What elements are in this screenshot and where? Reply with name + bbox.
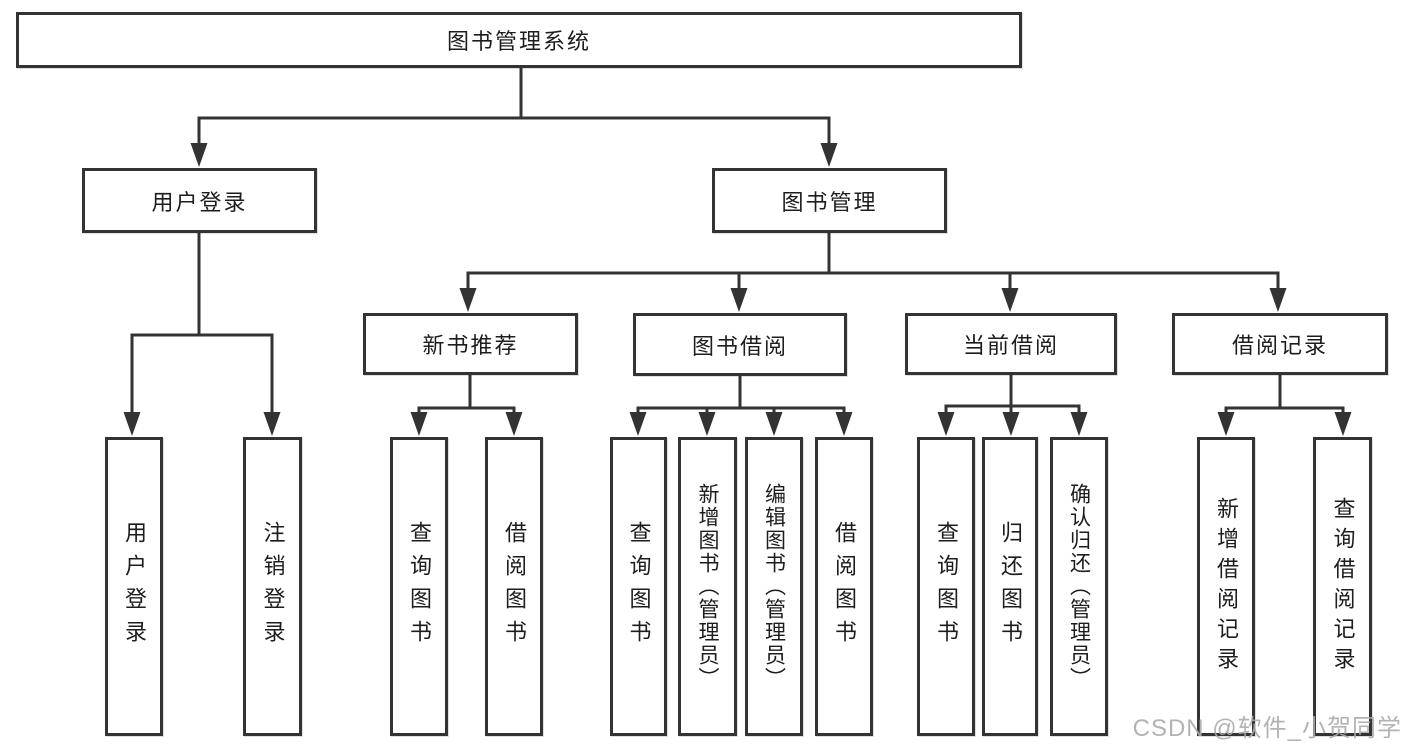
node-label: 查询借阅记录 bbox=[1330, 496, 1356, 677]
leaf-add-books-admin: 新增图书（管理员） bbox=[678, 437, 737, 736]
node-user-login-branch: 用户登录 bbox=[82, 168, 317, 233]
arrowhead bbox=[698, 412, 716, 436]
node-label: 借阅图书 bbox=[832, 520, 857, 653]
branch-level3 bbox=[466, 271, 1280, 292]
arrowhead bbox=[263, 412, 281, 436]
node-label: 图书管理系统 bbox=[446, 29, 591, 54]
leaf-edit-books-admin: 编辑图书（管理员） bbox=[745, 437, 803, 736]
leaf-query-books-borrowing: 查询图书 bbox=[610, 437, 667, 736]
node-label: 注销登录 bbox=[260, 520, 286, 653]
node-label: 用户登录 bbox=[151, 189, 248, 215]
arrowhead bbox=[1217, 412, 1235, 436]
leaf-query-books-recommend: 查询图书 bbox=[390, 437, 448, 736]
node-label: 借阅图书 bbox=[502, 520, 527, 653]
arrowhead bbox=[1002, 412, 1020, 436]
node-label: 查询图书 bbox=[407, 520, 432, 653]
arrowhead bbox=[190, 143, 208, 167]
arrowhead bbox=[820, 143, 838, 167]
leaf-add-borrowing-record: 新增借阅记录 bbox=[1197, 437, 1255, 736]
arrowhead bbox=[459, 288, 477, 312]
arrowhead bbox=[629, 412, 647, 436]
arrowhead bbox=[410, 412, 428, 436]
branch-book-borrowing bbox=[636, 406, 846, 416]
node-label: 查询图书 bbox=[934, 520, 959, 653]
arrowhead bbox=[765, 412, 783, 436]
arrowhead bbox=[1001, 288, 1019, 312]
branch-new-book bbox=[417, 406, 516, 416]
node-label: 新增借阅记录 bbox=[1214, 496, 1239, 677]
node-label: 新书推荐 bbox=[422, 333, 519, 358]
leaf-borrow-books-recommend: 借阅图书 bbox=[485, 437, 543, 736]
node-book-borrowing: 图书借阅 bbox=[633, 313, 847, 376]
leaf-return-books: 归还图书 bbox=[982, 437, 1038, 736]
node-label: 查询图书 bbox=[626, 520, 652, 653]
node-library-management-system: 图书管理系统 bbox=[16, 12, 1022, 68]
leaf-logout: 注销登录 bbox=[243, 437, 302, 736]
node-label: 归还图书 bbox=[998, 520, 1023, 653]
node-borrowing-records: 借阅记录 bbox=[1172, 313, 1388, 375]
leaf-user-login: 用户登录 bbox=[105, 437, 163, 736]
arrowhead bbox=[730, 288, 748, 312]
arrowhead bbox=[123, 412, 141, 436]
node-label: 确认归还（管理员） bbox=[1067, 483, 1091, 690]
node-label: 用户登录 bbox=[122, 520, 147, 653]
csdn-watermark: CSDN @软件_小贺同学 bbox=[1132, 715, 1402, 742]
branch-borrowing-records bbox=[1224, 406, 1345, 416]
node-label: 编辑图书（管理员） bbox=[762, 483, 786, 690]
arrowhead bbox=[1334, 412, 1352, 436]
arrowhead bbox=[1070, 412, 1088, 436]
node-current-borrowing: 当前借阅 bbox=[905, 313, 1117, 375]
leaf-borrow-books-borrowing: 借阅图书 bbox=[815, 437, 873, 736]
leaf-query-borrowing-record: 查询借阅记录 bbox=[1313, 437, 1372, 736]
node-book-management: 图书管理 bbox=[712, 168, 947, 233]
branch-user-login bbox=[130, 333, 274, 416]
node-label: 借阅记录 bbox=[1231, 333, 1328, 358]
node-label: 图书借阅 bbox=[691, 333, 788, 359]
node-new-book-recommendation: 新书推荐 bbox=[363, 313, 578, 375]
leaf-query-books-current: 查询图书 bbox=[917, 437, 975, 736]
arrowhead bbox=[835, 412, 853, 436]
arrowhead bbox=[937, 412, 955, 436]
arrowhead bbox=[505, 412, 523, 436]
node-label: 图书管理 bbox=[781, 189, 878, 215]
leaf-confirm-return-admin: 确认归还（管理员） bbox=[1050, 437, 1108, 736]
arrowhead bbox=[1269, 288, 1287, 312]
node-label: 新增图书（管理员） bbox=[696, 483, 719, 690]
branch-level2 bbox=[197, 116, 831, 147]
node-label: 当前借阅 bbox=[962, 333, 1059, 358]
